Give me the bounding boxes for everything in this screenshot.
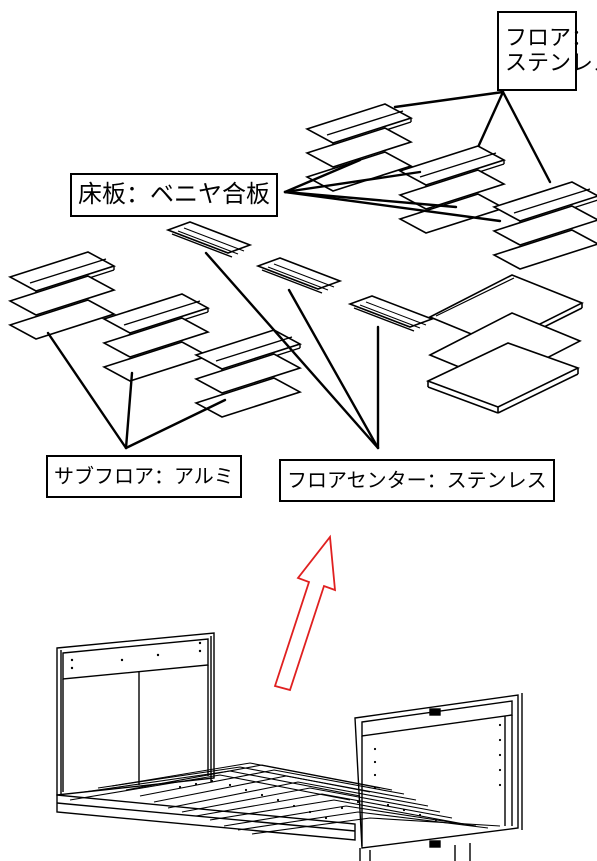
leader-lines xyxy=(46,90,552,450)
assembly-direction-arrow xyxy=(273,534,337,692)
base-board-label: 床板：ベニヤ合板 xyxy=(70,173,278,217)
sub-floor-label: サブフロア：アルミ xyxy=(46,455,242,498)
sub-floor-panel-stack-1 xyxy=(9,251,115,340)
floor-panel-stack-1 xyxy=(306,103,412,192)
floor-material-label: フロア： ステンレス xyxy=(497,11,597,91)
bed-frame xyxy=(56,632,523,861)
sub-floor-panel-stack-2 xyxy=(103,293,209,382)
floor-material-label-line1: フロア： xyxy=(505,25,594,51)
floor-center-rail-3 xyxy=(349,295,433,332)
floor-center-rail-1 xyxy=(167,221,251,258)
floor-panel-stack-3 xyxy=(493,181,597,270)
floor-material-label-line2: ステンレス xyxy=(505,51,597,76)
large-floor-panel-stack xyxy=(425,274,584,414)
floor-center-label: フロアセンター：ステンレス xyxy=(279,459,555,502)
floor-center-rail-2 xyxy=(257,257,341,294)
